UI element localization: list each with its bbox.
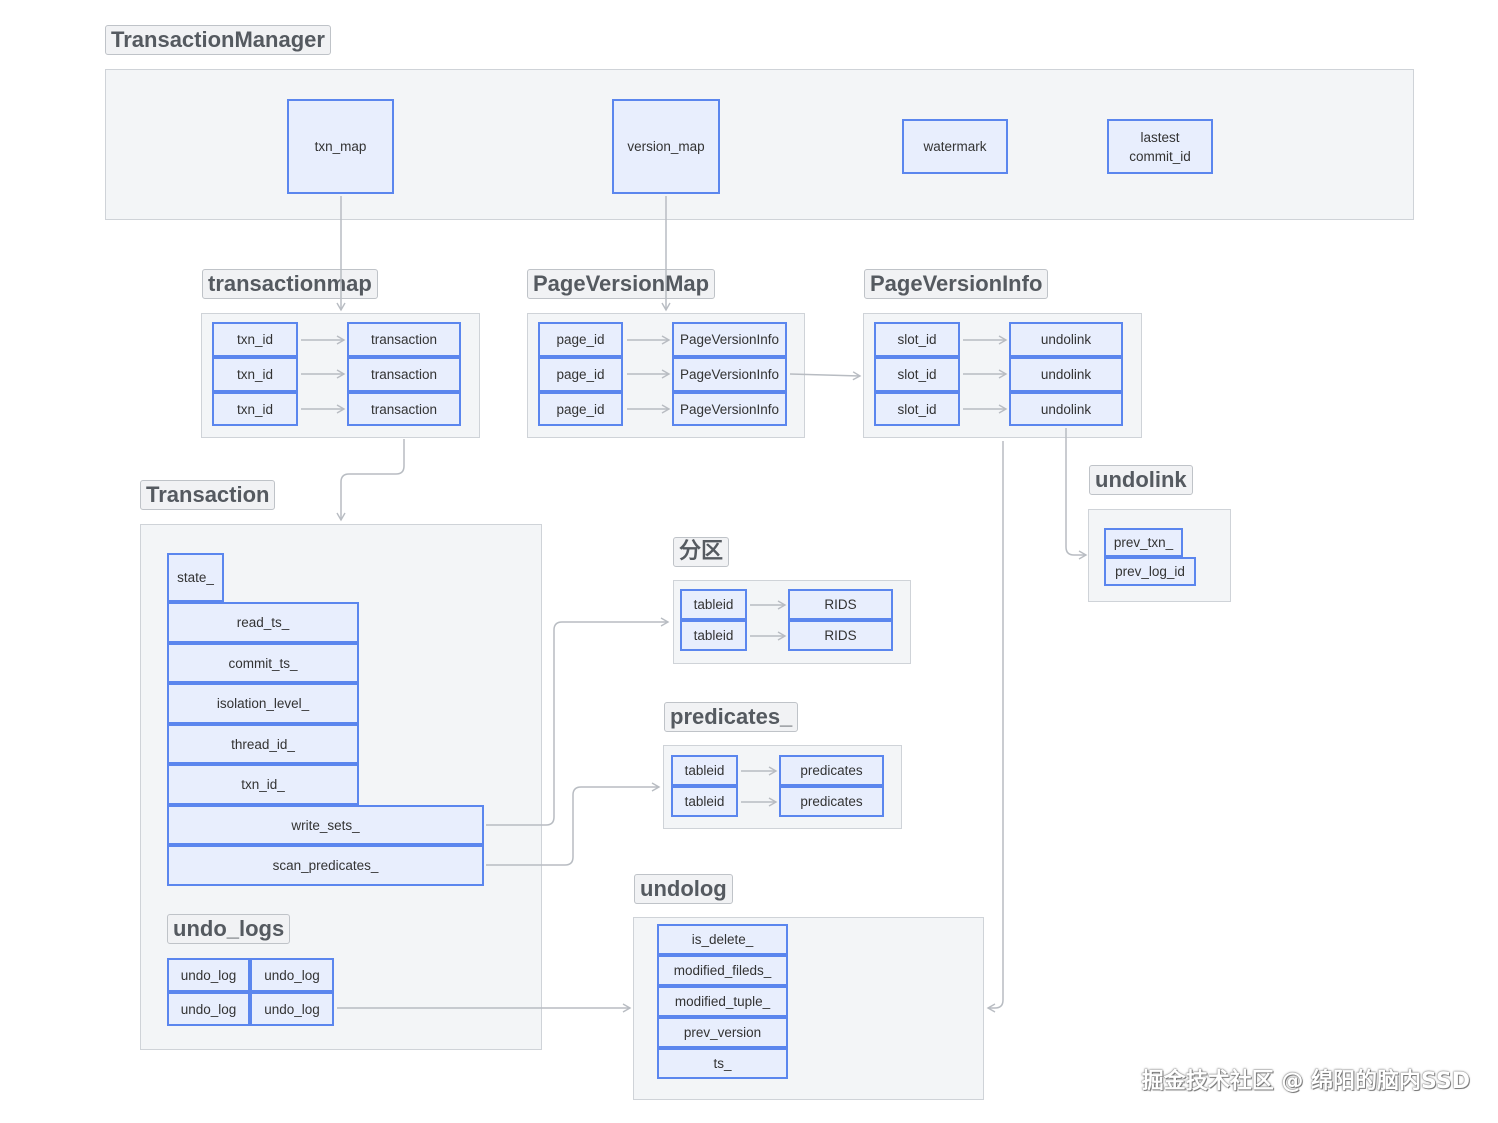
version-map-node[interactable]: version_map: [612, 99, 720, 194]
transaction-title: Transaction: [140, 480, 276, 510]
txn-id-key[interactable]: txn_id: [212, 357, 298, 392]
lastest-commit-id-node[interactable]: lastest commit_id: [1107, 119, 1213, 174]
undo-logs-title: undo_logs: [167, 914, 291, 944]
state-field[interactable]: state_: [167, 553, 224, 602]
page-id-key[interactable]: page_id: [538, 357, 623, 392]
transaction-value[interactable]: transaction: [347, 357, 461, 392]
transaction-value[interactable]: transaction: [347, 392, 461, 426]
tableid-key[interactable]: tableid: [680, 620, 747, 651]
txn-map-node[interactable]: txn_map: [287, 99, 394, 194]
scan-predicates-field[interactable]: scan_predicates_: [167, 845, 484, 886]
isolation-level-field[interactable]: isolation_level_: [167, 683, 359, 724]
watermark-text: 掘金技术社区 @ 绵阳的脑内SSD: [1141, 1069, 1470, 1094]
ts-field[interactable]: ts_: [657, 1048, 788, 1079]
predicates-title: predicates_: [664, 702, 799, 732]
undo-log-cell[interactable]: undo_log: [250, 958, 334, 992]
undolink-value[interactable]: undolink: [1009, 357, 1123, 392]
undolog-title: undolog: [634, 874, 733, 904]
prev-version-field[interactable]: prev_version: [657, 1017, 788, 1048]
page-version-info-title: PageVersionInfo: [864, 269, 1049, 299]
write-sets-field[interactable]: write_sets_: [167, 805, 484, 845]
tableid-key[interactable]: tableid: [680, 589, 747, 620]
thread-id-field[interactable]: thread_id_: [167, 724, 359, 764]
rids-value[interactable]: RIDS: [788, 589, 893, 620]
transactionmap-title: transactionmap: [202, 269, 378, 299]
pageversioninfo-to-undolog-connector: [986, 441, 1004, 1013]
rids-value[interactable]: RIDS: [788, 620, 893, 651]
transactionmap-to-transaction-connector: [336, 439, 405, 522]
tableid-key[interactable]: tableid: [671, 755, 738, 786]
undolink-title: undolink: [1089, 465, 1193, 495]
watermark-node[interactable]: watermark: [902, 119, 1008, 174]
prev-txn-field[interactable]: prev_txn_: [1104, 528, 1183, 557]
tableid-key[interactable]: tableid: [671, 786, 738, 817]
page-version-info-value[interactable]: PageVersionInfo: [672, 357, 787, 392]
slot-id-key[interactable]: slot_id: [874, 322, 960, 357]
modified-tuple-field[interactable]: modified_tuple_: [657, 986, 788, 1017]
partition-title: 分区: [673, 537, 730, 567]
prev-log-id-field[interactable]: prev_log_id: [1104, 557, 1196, 586]
undo-log-cell[interactable]: undo_log: [250, 992, 334, 1026]
undolink-value[interactable]: undolink: [1009, 322, 1123, 357]
txn-id-field[interactable]: txn_id_: [167, 764, 359, 805]
predicates-value[interactable]: predicates: [779, 755, 884, 786]
page-version-info-value[interactable]: PageVersionInfo: [672, 322, 787, 357]
transaction-manager-title: TransactionManager: [105, 25, 331, 55]
predicates-value[interactable]: predicates: [779, 786, 884, 817]
page-id-key[interactable]: page_id: [538, 322, 623, 357]
page-version-map-title: PageVersionMap: [527, 269, 716, 299]
undo-log-cell[interactable]: undo_log: [167, 992, 250, 1026]
undo-log-cell[interactable]: undo_log: [167, 958, 250, 992]
page-id-key[interactable]: page_id: [538, 392, 623, 426]
modified-fileds-field[interactable]: modified_fileds_: [657, 955, 788, 986]
read-ts-field[interactable]: read_ts_: [167, 602, 359, 643]
txn-id-key[interactable]: txn_id: [212, 322, 298, 357]
commit-ts-field[interactable]: commit_ts_: [167, 643, 359, 683]
page-version-info-value[interactable]: PageVersionInfo: [672, 392, 787, 426]
txn-id-key[interactable]: txn_id: [212, 392, 298, 426]
is-delete-field[interactable]: is_delete_: [657, 924, 788, 955]
slot-id-key[interactable]: slot_id: [874, 392, 960, 426]
slot-id-key[interactable]: slot_id: [874, 357, 960, 392]
transaction-value[interactable]: transaction: [347, 322, 461, 357]
undolink-value[interactable]: undolink: [1009, 392, 1123, 426]
undolink-to-undolink-group-connector: [1065, 428, 1088, 560]
